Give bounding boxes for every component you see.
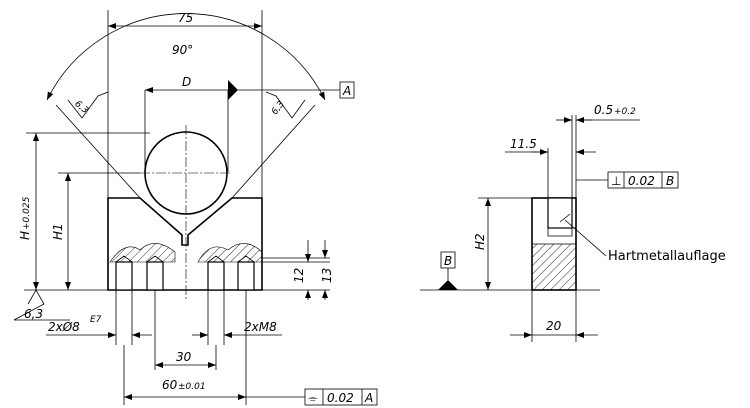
perp-value: 0.02 — [628, 174, 655, 188]
gap-label: 0.5 — [594, 103, 613, 117]
datum-a-label: A — [342, 84, 351, 98]
side-view: 0.5 +0.2 11.5 ⊥ 0.02 B H2 B Hartmetallau… — [420, 103, 726, 342]
dim-h2-label: H2 — [473, 233, 487, 250]
diameter-d-label: D — [182, 75, 191, 89]
width-75-label: 75 — [178, 11, 193, 25]
hole-left-2 — [146, 261, 164, 291]
datum-b-label: B — [444, 254, 452, 268]
section-hatch-right — [197, 243, 263, 263]
roughness-base: 6,3 — [24, 307, 43, 321]
roughness-right: 6,3 — [270, 99, 287, 117]
height-h1-label: H1 — [51, 223, 65, 240]
side-hatch — [532, 244, 576, 290]
height-h-tol: +0.025 — [22, 196, 32, 230]
flatness-datum: A — [364, 391, 373, 405]
flatness-value: 0.02 — [327, 391, 354, 405]
dim-11-5-label: 11.5 — [510, 137, 537, 151]
height-h-label: H — [18, 231, 32, 240]
perp-datum: B — [666, 174, 674, 188]
dim-60-label: 60 — [162, 378, 178, 392]
insert-label: Hartmetallauflage — [608, 249, 726, 264]
front-view: 90° 75 D A 6,3 6,3 H +0.025 H1 6,3 — [13, 10, 378, 406]
angle-label: 90° — [172, 43, 193, 57]
hole-right-2 — [237, 261, 255, 291]
gap-tol: +0.2 — [614, 107, 636, 117]
dim-60-tol: ±0.01 — [178, 382, 206, 392]
datum-a-box — [339, 81, 355, 99]
dim-12-label: 12 — [292, 268, 306, 283]
holes-left-label: 2xØ8 — [48, 320, 80, 334]
perp-symbol: ⊥ — [611, 174, 621, 188]
holes-left-fit: E7 — [90, 315, 102, 325]
roughness-left: 6,3 — [72, 99, 90, 116]
datum-b-box — [440, 251, 456, 269]
dim-13-label: 13 — [320, 268, 334, 283]
flatness-symbol: ⌯ — [308, 391, 318, 405]
holes-right-label: 2xM8 — [244, 320, 277, 334]
dim-20-label: 20 — [546, 319, 562, 333]
hole-right-1 — [207, 261, 225, 291]
dim-30-label: 30 — [176, 350, 192, 364]
hole-left-1 — [115, 261, 133, 291]
